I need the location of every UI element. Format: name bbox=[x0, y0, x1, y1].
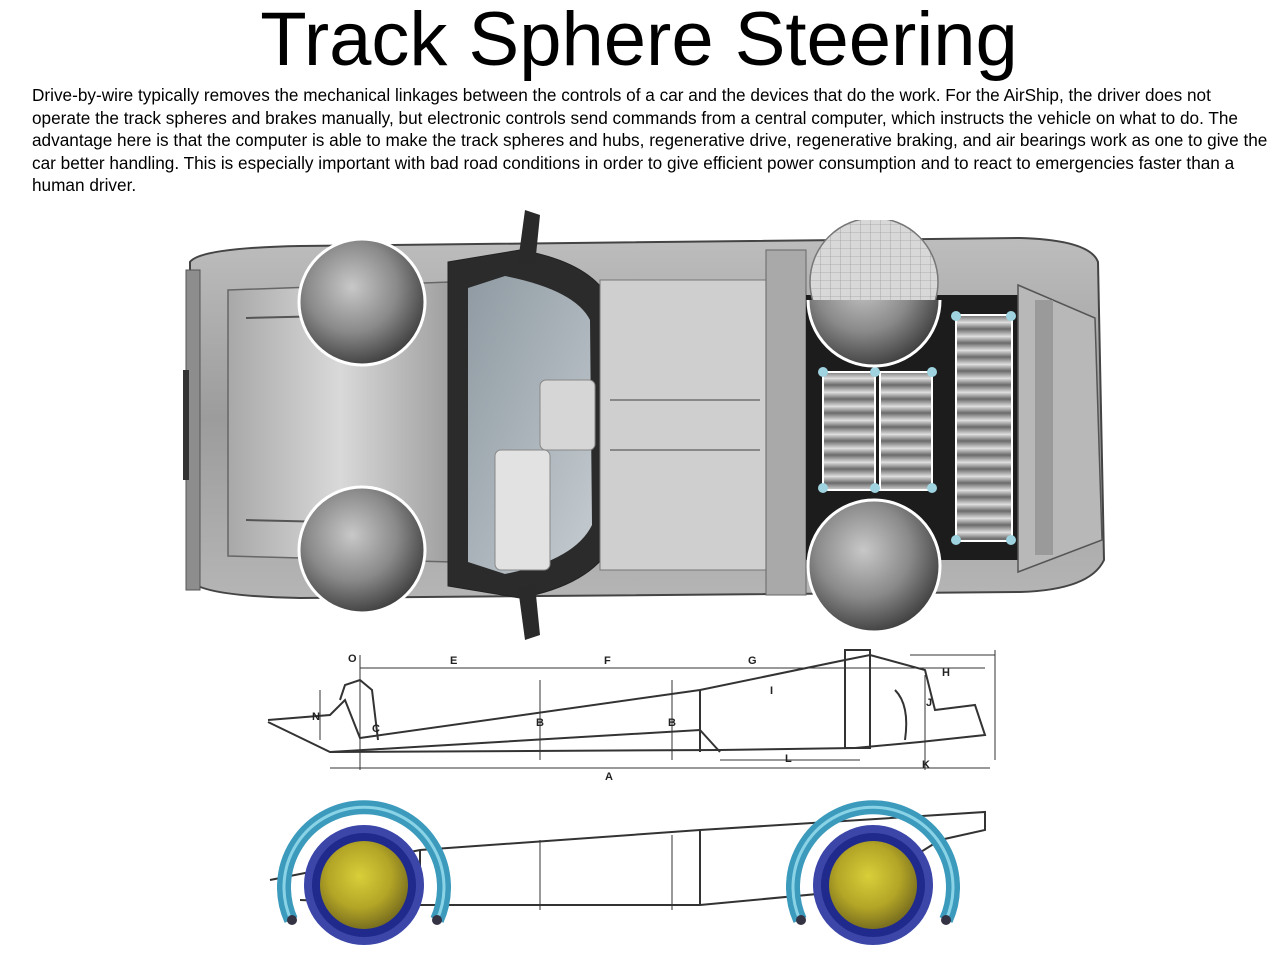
right-hub-assembly bbox=[786, 800, 960, 945]
dim-label-j: J bbox=[926, 697, 932, 709]
dim-label-b-1: B bbox=[536, 717, 544, 729]
dim-label-a: A bbox=[605, 771, 613, 783]
front-left-sphere bbox=[297, 237, 427, 367]
chassis-blueprint bbox=[267, 649, 996, 770]
dim-label-b-2: B bbox=[668, 717, 676, 729]
rear-left-mesh-sphere bbox=[806, 220, 942, 368]
rear-right-sphere bbox=[806, 498, 942, 634]
dim-label-n: N bbox=[312, 711, 320, 723]
front-right-sphere bbox=[297, 485, 427, 615]
dim-label-i: I bbox=[770, 685, 773, 697]
left-hub-assembly bbox=[277, 800, 451, 945]
dim-label-f: F bbox=[604, 655, 611, 667]
dim-label-g: G bbox=[748, 655, 757, 667]
page-title: Track Sphere Steering bbox=[260, 0, 1018, 82]
car-top-view bbox=[183, 210, 1106, 640]
track-unit-right bbox=[951, 311, 1016, 545]
chassis-dimension-labels: O E F G H N C J I B B L A K bbox=[312, 653, 950, 783]
dim-label-o: O bbox=[348, 653, 357, 665]
dim-label-h: H bbox=[942, 667, 950, 679]
description-paragraph: Drive-by-wire typically removes the mech… bbox=[32, 85, 1268, 196]
chassis-with-hubs bbox=[269, 800, 986, 945]
dim-label-l: L bbox=[785, 753, 792, 765]
dim-label-k: K bbox=[922, 759, 930, 771]
dim-label-e: E bbox=[450, 655, 457, 667]
track-unit-left bbox=[818, 367, 937, 493]
dim-label-c: C bbox=[372, 723, 380, 735]
